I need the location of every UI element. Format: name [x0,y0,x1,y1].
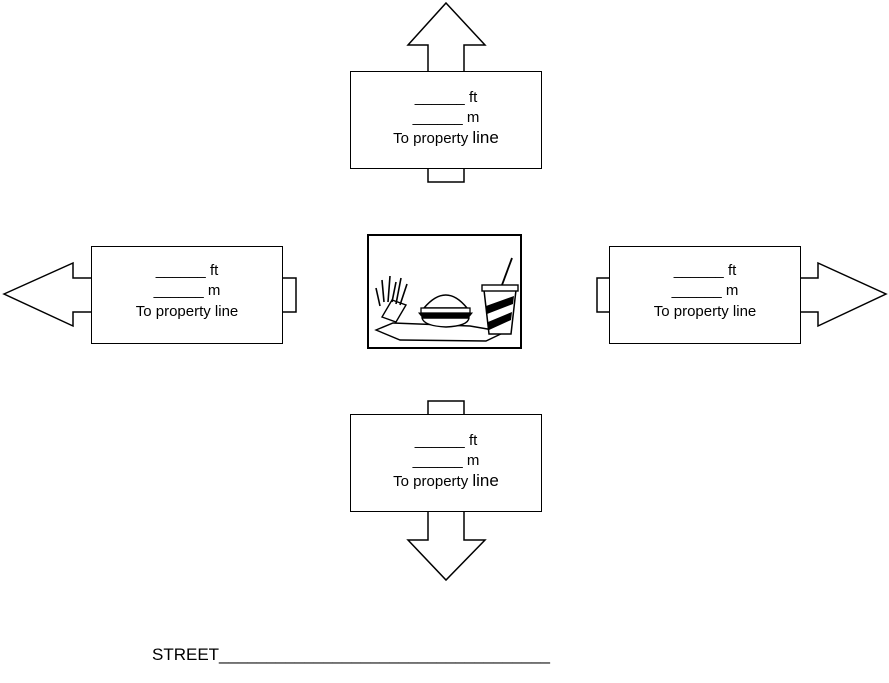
meters-field[interactable]: ______ m [153,282,221,299]
arrow-down [406,400,487,582]
distance-box-top: ______ ft ______ m To property line [350,71,542,169]
street-label[interactable]: STREET__________________________________… [152,645,550,664]
feet-field[interactable]: ______ ft [414,432,478,449]
feet-field[interactable]: ______ ft [673,262,737,279]
meters-field[interactable]: ______ m [412,452,480,469]
feet-field[interactable]: ______ ft [414,89,478,106]
property-line-label: To property line [393,128,499,147]
fast-food-meal-icon [367,234,522,349]
feet-field[interactable]: ______ ft [155,262,219,279]
distance-box-bottom: ______ ft ______ m To property line [350,414,542,512]
distance-box-left: ______ ft ______ m To property line [91,246,283,344]
property-line-label: To property line [393,471,499,490]
meters-field[interactable]: ______ m [671,282,739,299]
property-line-label: To property line [653,303,757,320]
arrow-right [596,261,888,328]
distance-box-right: ______ ft ______ m To property line [609,246,801,344]
property-line-label: To property line [135,303,239,320]
meters-field[interactable]: ______ m [412,109,480,126]
